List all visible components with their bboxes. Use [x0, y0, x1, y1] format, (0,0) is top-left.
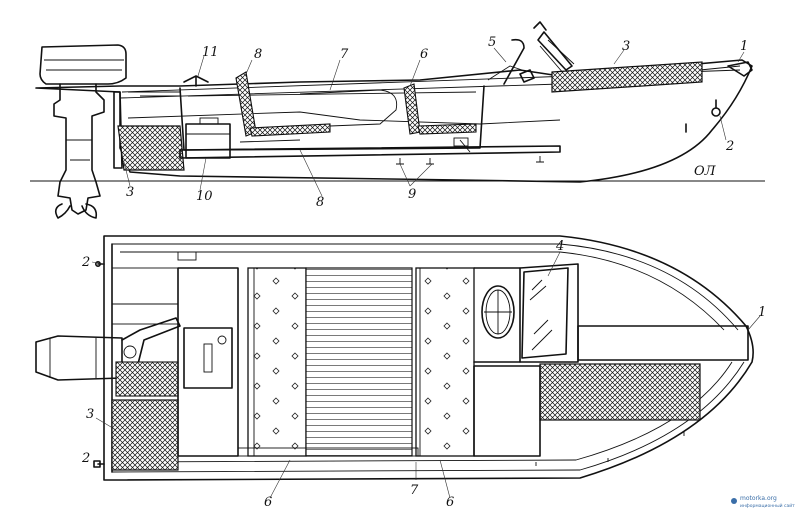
- plan-bow-bench: [577, 325, 749, 361]
- plan-fuel-tank: [183, 327, 233, 389]
- label-side-6: 6: [420, 47, 428, 62]
- label-waterline: ОЛ: [694, 164, 717, 179]
- label-side-2: 2: [725, 139, 734, 154]
- side-stern-locker: [117, 125, 185, 171]
- side-steering-wheel: [503, 38, 535, 85]
- label-side-11: 11: [202, 45, 219, 60]
- label-plan-6-left: 6: [264, 495, 272, 510]
- plan-hull-outline: [103, 235, 754, 481]
- label-side-3-top: 3: [622, 39, 630, 54]
- plan-steering-wheel: [481, 285, 515, 339]
- label-plan-6-right: 6: [446, 495, 454, 510]
- plan-seat-right: [415, 267, 475, 457]
- side-view: [30, 21, 765, 219]
- watermark: motorka.org информационный сайт: [731, 495, 795, 509]
- label-plan-7: 7: [410, 483, 419, 498]
- label-side-5: 5: [488, 35, 496, 50]
- label-side-8-bottom: 8: [316, 195, 324, 210]
- watermark-tagline: информационный сайт: [740, 502, 795, 509]
- label-side-3-bottom: 3: [126, 185, 134, 200]
- plan-windshield: [521, 267, 569, 359]
- side-outboard-motor: [39, 44, 127, 219]
- label-side-9: 9: [408, 187, 416, 202]
- plan-bow-cushion: [539, 363, 701, 421]
- label-plan-2-bottom: 2: [81, 451, 90, 466]
- plan-stern-cushion-small: [115, 361, 179, 397]
- label-plan-3: 3: [86, 407, 94, 422]
- side-bow-cushion: [551, 61, 703, 93]
- label-side-8-top: 8: [254, 47, 262, 62]
- label-side-7: 7: [340, 47, 349, 62]
- plan-floor-boards: [305, 267, 413, 457]
- label-side-10: 10: [196, 189, 213, 204]
- watermark-site: motorka.org: [740, 495, 777, 502]
- side-seat-back-8: [235, 71, 257, 137]
- side-windshield: [537, 31, 573, 71]
- plan-seat-left: [247, 267, 307, 457]
- plan-view: [35, 235, 761, 499]
- plan-stern-cushion: [111, 399, 179, 471]
- label-plan-1: 1: [758, 305, 766, 320]
- label-plan-2-top: 2: [81, 255, 90, 270]
- label-side-1: 1: [740, 39, 748, 54]
- label-plan-4: 4: [555, 239, 564, 254]
- side-fuel-tank: [185, 117, 231, 159]
